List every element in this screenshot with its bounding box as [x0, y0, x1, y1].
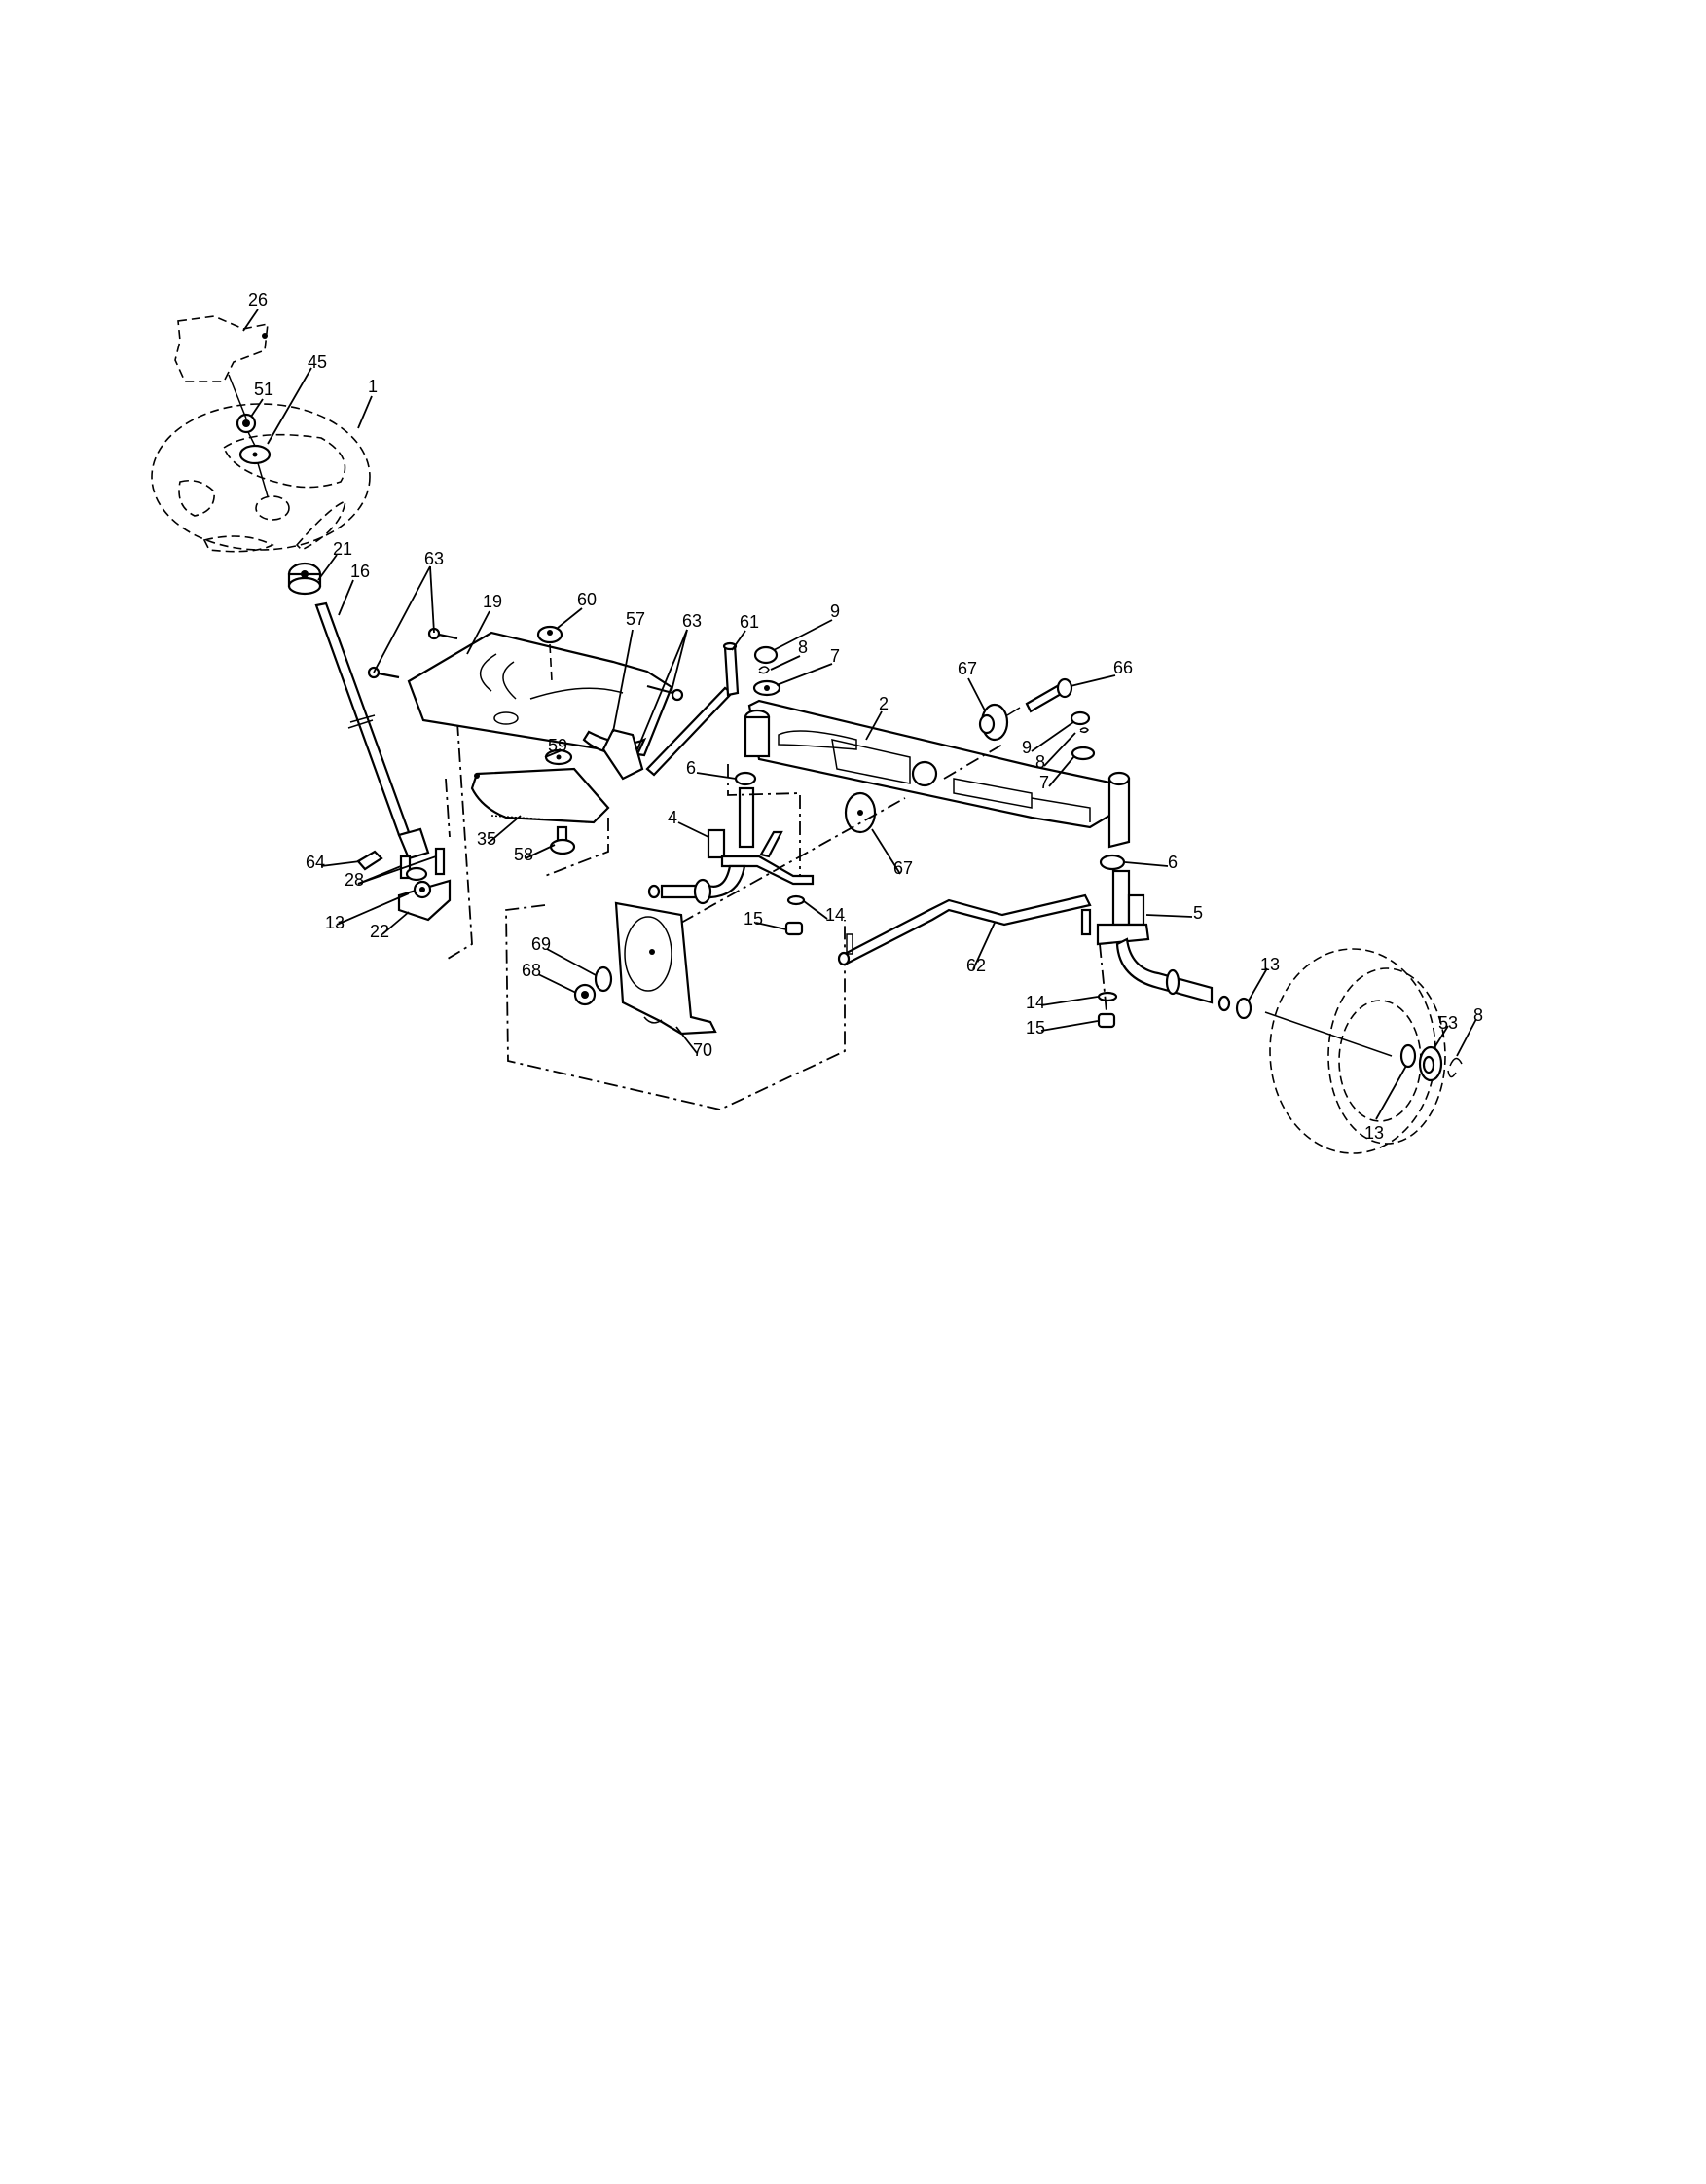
- callout-69: 69: [531, 934, 551, 954]
- washer-7-right: [1071, 746, 1096, 761]
- sector-gear: [470, 767, 610, 824]
- callout-labels: 26 45 51 1 21 63 16 19 60 57 63 61 9 8 7…: [248, 290, 1483, 1143]
- callout-63: 63: [424, 549, 444, 568]
- callout-14: 14: [825, 905, 845, 925]
- callout-6: 6: [686, 758, 696, 778]
- washer-45: [238, 444, 272, 465]
- callout-68: 68: [522, 961, 541, 980]
- front-axle: [744, 699, 1131, 849]
- spindle-right: [1080, 869, 1231, 1012]
- spindle-left: [647, 786, 815, 905]
- tie-rod: [837, 893, 1092, 966]
- bushing-67-upper: [978, 703, 1009, 742]
- callout-57: 57: [626, 609, 645, 629]
- bolt-63: [367, 627, 684, 702]
- bolt-66: [1006, 677, 1073, 716]
- callout-9-right: 9: [1022, 738, 1032, 757]
- bolt-58: [549, 825, 576, 855]
- callout-19: 19: [483, 592, 502, 611]
- washer-53: [1418, 1045, 1443, 1082]
- callout-4: 4: [668, 808, 677, 827]
- retainer-ring-8-right: [1079, 727, 1089, 734]
- bearing-6-right: [1099, 854, 1126, 871]
- nut-15-right: [1097, 1012, 1116, 1029]
- cap-9: [753, 645, 779, 665]
- bushing-67-lower: [844, 791, 877, 834]
- callout-45: 45: [308, 352, 327, 372]
- callout-8-right: 8: [1035, 752, 1045, 772]
- bearing-flange-22: [397, 847, 452, 922]
- bracket-70: [614, 901, 717, 1036]
- callout-61: 61: [740, 612, 759, 632]
- callout-59: 59: [548, 736, 567, 755]
- steering-wheel-cap: [174, 315, 269, 382]
- callout-5: 5: [1193, 903, 1203, 923]
- callout-13: 13: [325, 913, 345, 932]
- callout-9: 9: [830, 601, 840, 621]
- spring-clip-64: [356, 850, 383, 871]
- assembly-boundary-left: [447, 721, 473, 960]
- washer-14-left: [786, 894, 806, 906]
- callout-64: 64: [306, 853, 325, 872]
- callout-15: 15: [744, 909, 763, 928]
- drag-link: [645, 641, 740, 777]
- callout-35: 35: [477, 829, 496, 849]
- nut-51: [236, 413, 257, 434]
- callout-51: 51: [254, 380, 273, 399]
- bearing-6-left: [734, 771, 757, 786]
- callout-16: 16: [350, 562, 370, 581]
- leader-lines: [242, 309, 1477, 1120]
- callout-6-right: 6: [1168, 853, 1178, 872]
- callout-67: 67: [958, 659, 977, 678]
- callout-28: 28: [345, 870, 364, 890]
- callout-67-lower: 67: [893, 858, 913, 878]
- retainer-ring-8-wheel: [1447, 1057, 1463, 1078]
- callout-60: 60: [577, 590, 597, 609]
- assembly-boundary-gear: [445, 778, 609, 877]
- steering-shaft: [314, 601, 430, 860]
- callout-70: 70: [693, 1040, 712, 1060]
- retainer-ring-8: [758, 666, 770, 674]
- nut-15-left: [784, 921, 804, 936]
- axis-line: [680, 744, 1003, 924]
- bracket-57: [601, 728, 644, 781]
- callout-8: 8: [798, 637, 808, 657]
- washer-13-spindle: [1235, 997, 1252, 1020]
- callout-13-wheel: 13: [1364, 1123, 1384, 1143]
- cap-9-right: [1070, 710, 1091, 726]
- callout-63-right: 63: [682, 611, 702, 631]
- washer-13-wheel: [1399, 1043, 1417, 1069]
- callout-62: 62: [966, 956, 986, 975]
- assembly-boundary-spindle: [727, 764, 801, 876]
- callout-26: 26: [248, 290, 268, 309]
- callout-21: 21: [333, 539, 352, 559]
- callout-1: 1: [368, 377, 378, 396]
- nut-68: [573, 983, 597, 1006]
- callout-66: 66: [1113, 658, 1133, 677]
- callout-22: 22: [370, 922, 389, 941]
- wheel: [1264, 948, 1446, 1154]
- washer-69: [594, 965, 613, 993]
- steering-wheel: [151, 403, 371, 553]
- callout-58: 58: [514, 845, 533, 864]
- axis-line-right: [1099, 943, 1107, 1013]
- nut-60: [536, 625, 563, 682]
- washer-7: [752, 679, 781, 697]
- washer-14-right: [1097, 991, 1118, 1002]
- callout-53: 53: [1438, 1013, 1458, 1033]
- callout-14-right: 14: [1026, 993, 1045, 1012]
- callout-15-right: 15: [1026, 1018, 1045, 1037]
- callout-2: 2: [879, 694, 889, 713]
- callout-8-wheel: 8: [1473, 1005, 1483, 1025]
- assembly-boundary-bottom: [505, 904, 846, 1110]
- callout-7: 7: [830, 646, 840, 666]
- callout-13-spindle: 13: [1260, 955, 1280, 974]
- bushing-21: [287, 562, 322, 596]
- callout-7-right: 7: [1039, 773, 1049, 792]
